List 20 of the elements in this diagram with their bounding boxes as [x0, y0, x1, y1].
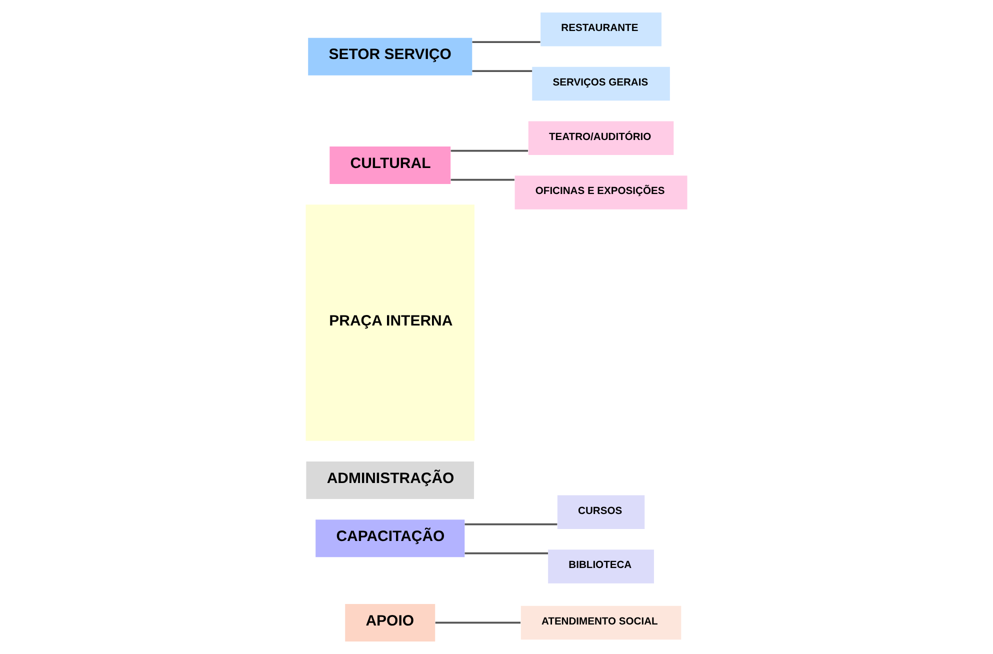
node-box: CURSOS: [557, 495, 645, 529]
node-box: BIBLIOTECA: [548, 550, 654, 584]
connector: [464, 523, 558, 526]
node-box: CULTURAL: [330, 146, 451, 184]
node-box: SERVIÇOS GERAIS: [532, 66, 670, 101]
connector: [450, 178, 514, 181]
node-box: TEATRO/AUDITÓRIO: [528, 121, 674, 155]
node-box: APOIO: [345, 604, 436, 642]
connector: [472, 70, 532, 72]
node-box: PRAÇA INTERNA: [306, 204, 474, 441]
node-box: SETOR SERVIÇO: [308, 38, 472, 76]
connector: [435, 622, 521, 624]
connector: [464, 552, 548, 554]
node-box: OFICINAS E EXPOSIÇÕES: [514, 176, 688, 210]
connector: [450, 150, 528, 152]
node-box: RESTAURANTE: [540, 12, 662, 46]
node-box: ADMINISTRAÇÃO: [306, 462, 474, 499]
connector: [472, 41, 540, 43]
node-box: ATENDIMENTO SOCIAL: [520, 606, 682, 640]
node-box: CAPACITAÇÃO: [316, 520, 465, 558]
